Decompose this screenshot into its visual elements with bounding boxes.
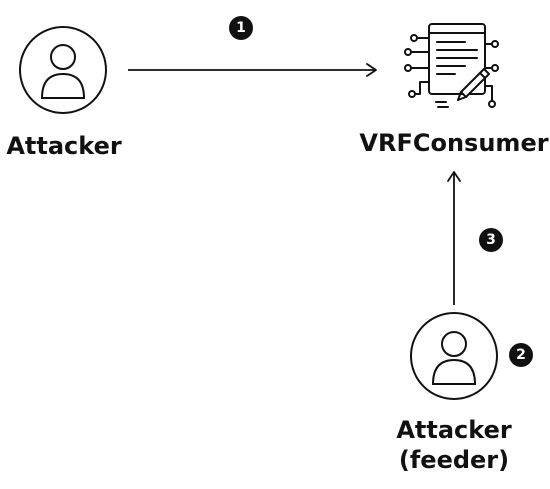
attacker-label: Attacker (6, 132, 122, 160)
feeder-label-line2: (feeder) (398, 446, 510, 474)
step-3-badge: 3 (479, 228, 503, 252)
attacker-user-icon (19, 26, 107, 114)
vrf-consumer-label: VRFConsumer (359, 129, 549, 157)
smart-contract-document-icon (404, 23, 499, 108)
feeder-user-icon (410, 312, 498, 400)
feeder-label-line1: Attacker (396, 416, 512, 444)
step-2-badge: 2 (509, 343, 533, 367)
feeder-label: Attacker (feeder) (388, 415, 520, 475)
step-1-badge: 1 (229, 16, 253, 40)
